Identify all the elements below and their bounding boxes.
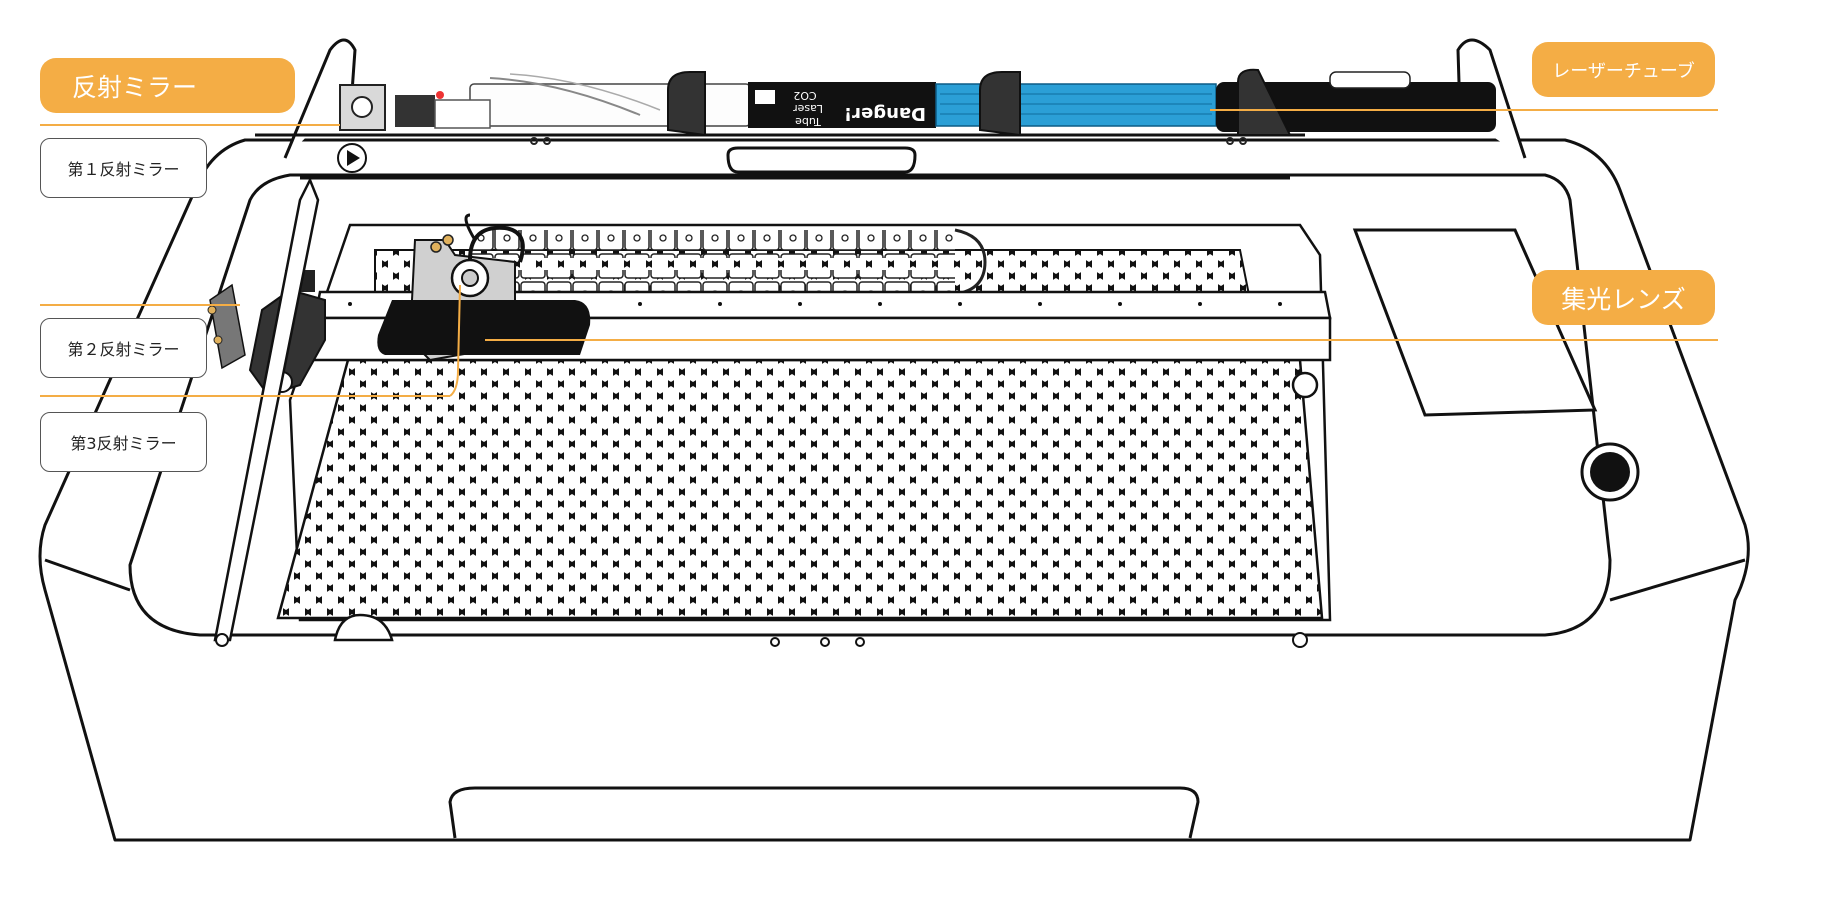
tube-blue-section xyxy=(935,83,1217,127)
laser-head xyxy=(377,225,591,362)
front-handle xyxy=(448,786,1200,839)
cable-chain xyxy=(464,213,987,296)
mirror-1-label: 第１反射ミラー xyxy=(40,138,207,198)
mirror-2-label: 第２反射ミラー xyxy=(40,318,207,378)
callout-lines xyxy=(40,109,1718,397)
tube-tube-text: Tube xyxy=(795,115,822,128)
deck-bolts xyxy=(530,137,1247,145)
honeycomb-bed xyxy=(276,358,1324,620)
reflect-mirror-heading: 反射ミラー xyxy=(40,58,295,113)
focus-lens-heading: 集光レンズ xyxy=(1532,270,1715,325)
rear-deck xyxy=(255,133,1305,180)
tube-danger-label xyxy=(748,82,936,128)
tube-co2-text: CO2 xyxy=(793,89,816,102)
laser-tube-assembly xyxy=(339,68,1496,137)
tube-laser-text: Laser xyxy=(793,102,823,115)
laser-tube-heading: レーザーチューブ xyxy=(1532,42,1715,97)
tube-danger-text: Danger! xyxy=(844,103,926,124)
mirror-3-label: 第3反射ミラー xyxy=(40,412,207,472)
